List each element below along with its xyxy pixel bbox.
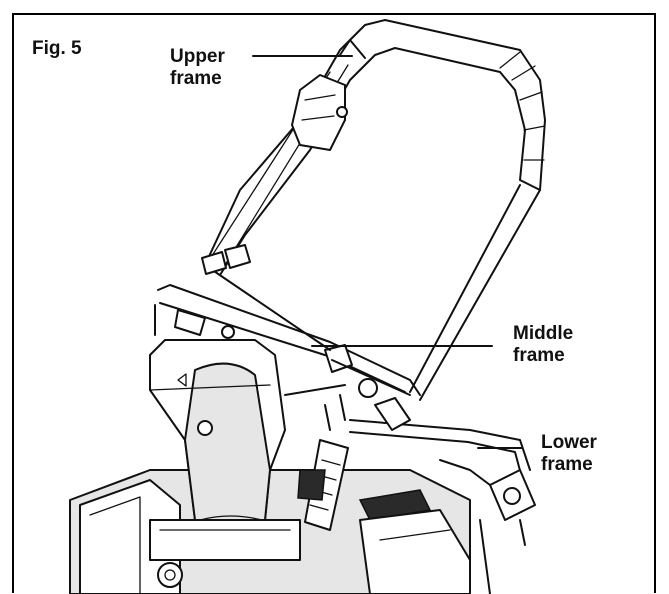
figure-border xyxy=(12,13,656,593)
upper-frame-drawing xyxy=(201,19,546,401)
discharge-chute xyxy=(149,339,378,521)
callout-middle-frame-line1: Middle xyxy=(513,323,574,344)
housing xyxy=(69,469,471,594)
callout-upper-frame: Upper frame xyxy=(170,46,225,90)
figure-label: Fig. 5 xyxy=(32,38,82,59)
callout-middle-frame: Middle frame xyxy=(513,323,573,367)
callout-lower-frame: Lower frame xyxy=(541,432,597,476)
callout-middle-frame-line2: frame xyxy=(513,345,565,366)
callout-lower-frame-line1: Lower xyxy=(541,432,597,453)
callout-upper-frame-line2: frame xyxy=(170,68,222,89)
callout-upper-frame-line1: Upper xyxy=(170,46,225,67)
chute-control xyxy=(297,439,349,531)
callout-lower-frame-line2: frame xyxy=(541,454,593,475)
